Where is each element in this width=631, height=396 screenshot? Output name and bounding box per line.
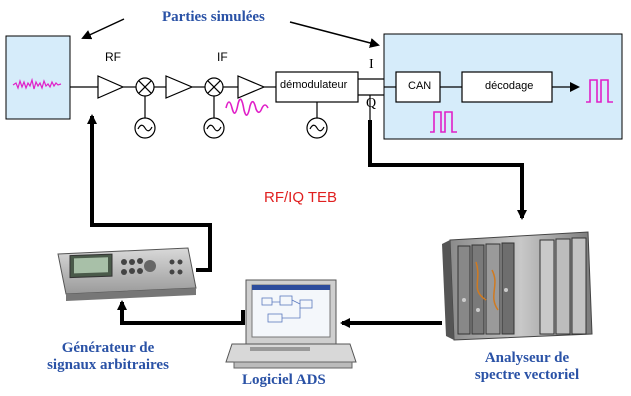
amplifier-icon (237, 75, 266, 99)
amplifier-icon (165, 75, 194, 99)
oscillator-icon (306, 117, 328, 139)
pulse-signal-icon (430, 111, 457, 133)
label-rf: RF (105, 50, 121, 64)
oscillator-icon (203, 117, 225, 139)
label-analyseur: Analyseur de spectre vectoriel (452, 350, 602, 384)
can-box (395, 71, 441, 103)
amplifier-icon (97, 75, 125, 99)
mixer-icon (204, 77, 224, 97)
path-to-left-panel (87, 114, 212, 272)
title-parties-simulees: Parties simulées (162, 9, 265, 25)
label-i: I (369, 57, 374, 72)
label-demodulateur: démodulateur (280, 79, 348, 91)
label-generateur-line1: Générateur de (61, 340, 155, 356)
label-rf-iq-teb: RF/IQ TEB (264, 189, 338, 206)
label-logiciel-ads: Logiciel ADS (242, 372, 326, 388)
label-if: IF (217, 50, 228, 64)
pulse-signal-icon (586, 79, 613, 103)
if-signal-wave (225, 98, 269, 116)
label-decodage: décodage (485, 80, 534, 92)
signal-generator-image (57, 247, 197, 301)
label-generateur-line2: signaux arbitraires (47, 357, 169, 373)
label-analyseur-line2: spectre vectoriel (474, 367, 580, 383)
oscillator-icon (134, 117, 156, 139)
noise-signal-icon (12, 77, 62, 90)
computer-ads-image (225, 279, 357, 369)
mixer-icon (135, 77, 155, 97)
left-panel (5, 35, 71, 120)
label-q: Q (366, 96, 377, 111)
label-generateur: Générateur de signaux arbitraires (28, 340, 188, 374)
path-to-analyser (368, 120, 527, 220)
path-to-generator (117, 300, 245, 325)
label-analyseur-line1: Analyseur de (484, 350, 570, 366)
spectrum-analyser-image (442, 231, 593, 341)
label-can: CAN (408, 80, 432, 92)
